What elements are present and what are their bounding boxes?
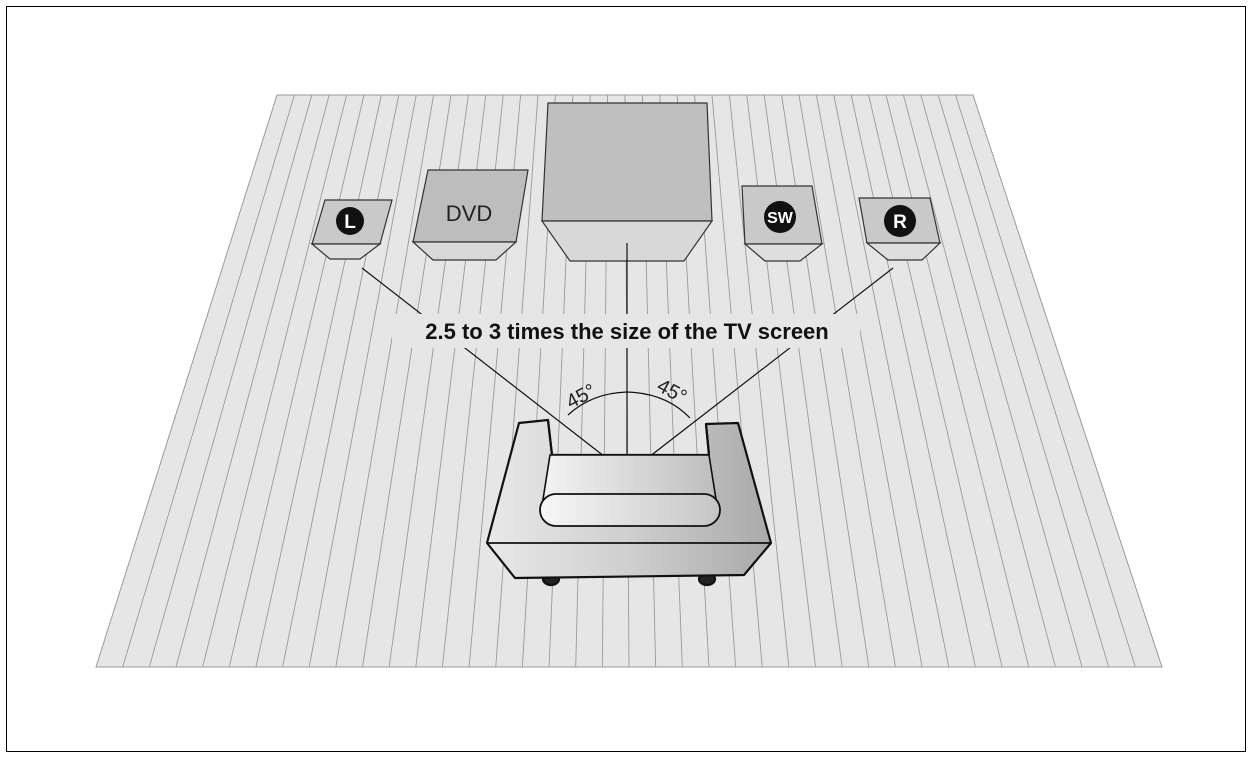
dvd-label: DVD bbox=[446, 201, 492, 226]
floor-board-line bbox=[937, 94, 1110, 668]
floor-board-line bbox=[815, 94, 923, 668]
floor-board-line bbox=[902, 94, 1056, 668]
floor-board-line bbox=[148, 94, 313, 668]
caption-background bbox=[392, 314, 860, 348]
tv bbox=[540, 102, 714, 262]
floor-board-line bbox=[308, 94, 417, 668]
distance-caption: 2.5 to 3 times the size of the TV screen bbox=[425, 319, 828, 344]
floor-board-line bbox=[955, 94, 1136, 668]
right-guide-line bbox=[626, 267, 894, 475]
angle-arcs bbox=[567, 391, 691, 419]
left-guide-line bbox=[361, 267, 628, 475]
floor-board-line bbox=[228, 94, 365, 668]
right-speaker: R bbox=[858, 197, 942, 261]
right-speaker-badge bbox=[884, 205, 916, 237]
left-speaker-label: L bbox=[344, 212, 356, 233]
floor-board-line bbox=[728, 94, 790, 668]
right-speaker-label: R bbox=[893, 212, 907, 233]
floor-board-line bbox=[255, 94, 382, 668]
subwoofer-label: SW bbox=[767, 210, 794, 227]
floor-board-line bbox=[798, 94, 896, 668]
left-speaker-badge bbox=[336, 207, 364, 235]
floor-board-line bbox=[920, 94, 1083, 668]
subwoofer-badge bbox=[764, 201, 796, 233]
floor-board-line bbox=[833, 94, 950, 668]
floor-board-line bbox=[885, 94, 1030, 668]
subwoofer: SW bbox=[741, 185, 824, 262]
floor-board-line bbox=[495, 94, 539, 668]
distance-guide-lines bbox=[361, 243, 894, 475]
listening-sofa bbox=[485, 418, 773, 587]
floor-board-line bbox=[175, 94, 330, 668]
floor-board-line bbox=[868, 94, 1003, 668]
floor-board-line bbox=[335, 94, 435, 668]
floor-board-line bbox=[282, 94, 400, 668]
floor-board-line bbox=[122, 94, 295, 668]
floor-board-line bbox=[850, 94, 976, 668]
dvd-player: DVD bbox=[411, 169, 529, 261]
left-angle-arc bbox=[567, 391, 628, 416]
floor-board-line bbox=[202, 94, 348, 668]
right-angle-arc bbox=[626, 391, 691, 419]
left-speaker: L bbox=[310, 199, 393, 260]
floor-board-line bbox=[711, 94, 763, 668]
sofa-cushion bbox=[539, 493, 721, 527]
